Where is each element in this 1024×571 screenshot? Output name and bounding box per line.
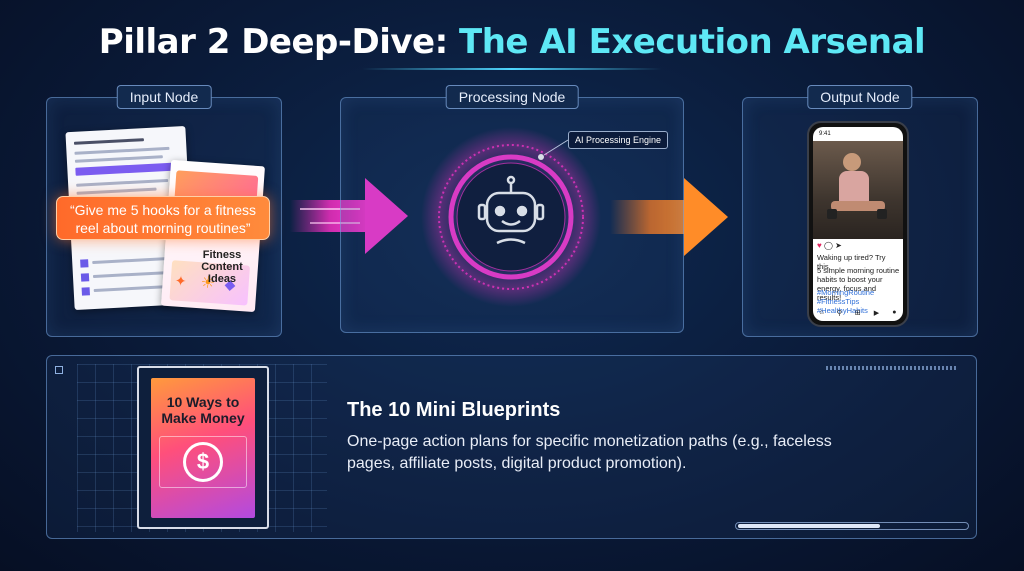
share-icon[interactable]: ➤ bbox=[835, 241, 842, 250]
caption-line-1: Waking up tired? Try this. bbox=[817, 253, 886, 271]
panel-corner-mark bbox=[55, 366, 63, 374]
panel-scrollbar[interactable] bbox=[735, 522, 969, 530]
bottom-nav: ⌂ ⚲ ⊞ ▶ ● bbox=[813, 309, 903, 321]
page-title: Pillar 2 Deep-Dive: The AI Execution Ars… bbox=[0, 22, 1024, 62]
input-node-label: Input Node bbox=[116, 85, 212, 109]
phone-time: 9:41 bbox=[819, 131, 831, 137]
phone-mockup: 9:41 ♥ ◯ ➤ Waking up tired? Try this. 5 … bbox=[807, 121, 909, 327]
search-icon[interactable]: ⚲ bbox=[836, 310, 842, 317]
prompt-bubble: “Give me 5 hooks for a fitness reel abou… bbox=[56, 196, 270, 240]
ai-engine-label: AI Processing Engine bbox=[568, 131, 669, 149]
fitness-photo bbox=[813, 141, 903, 239]
dollar-icon: $ bbox=[183, 442, 223, 482]
book-title: 10 Ways to Make Money bbox=[161, 394, 245, 426]
blueprint-description: One-page action plans for specific monet… bbox=[347, 433, 832, 472]
title-part-1: Pillar 2 Deep-Dive: bbox=[98, 22, 460, 62]
blueprint-book-cover: $ bbox=[151, 378, 255, 518]
comment-icon[interactable]: ◯ bbox=[823, 241, 833, 250]
blueprint-heading: The 10 Mini Blueprints bbox=[347, 399, 561, 421]
processing-node-label: Processing Node bbox=[445, 85, 579, 109]
reels-icon[interactable]: ▶ bbox=[873, 310, 880, 317]
heart-icon[interactable]: ♥ bbox=[817, 241, 822, 250]
title-part-2: The AI Execution Arsenal bbox=[459, 22, 926, 62]
profile-icon[interactable]: ● bbox=[892, 309, 897, 316]
panel-stripe-decoration bbox=[826, 366, 956, 370]
caption-hashtags: #MorningRoutine #FitnessTips #HealthyHab… bbox=[817, 288, 875, 315]
add-icon[interactable]: ⊞ bbox=[854, 310, 861, 317]
panel-scrollbar-thumb[interactable] bbox=[738, 524, 880, 528]
output-node-label: Output Node bbox=[807, 85, 913, 109]
post-actions: ♥ ◯ ➤ bbox=[817, 241, 842, 250]
phone-screen: 9:41 ♥ ◯ ➤ Waking up tired? Try this. 5 … bbox=[813, 127, 903, 321]
fitness-card-title: Fitness Content Ideas bbox=[201, 249, 243, 285]
caption-line-2: 5 simple morning routine habits to boost… bbox=[817, 266, 900, 302]
title-underline bbox=[362, 68, 662, 70]
dumbbell-icon: ✦ bbox=[174, 272, 188, 290]
home-icon[interactable]: ⌂ bbox=[819, 309, 824, 316]
